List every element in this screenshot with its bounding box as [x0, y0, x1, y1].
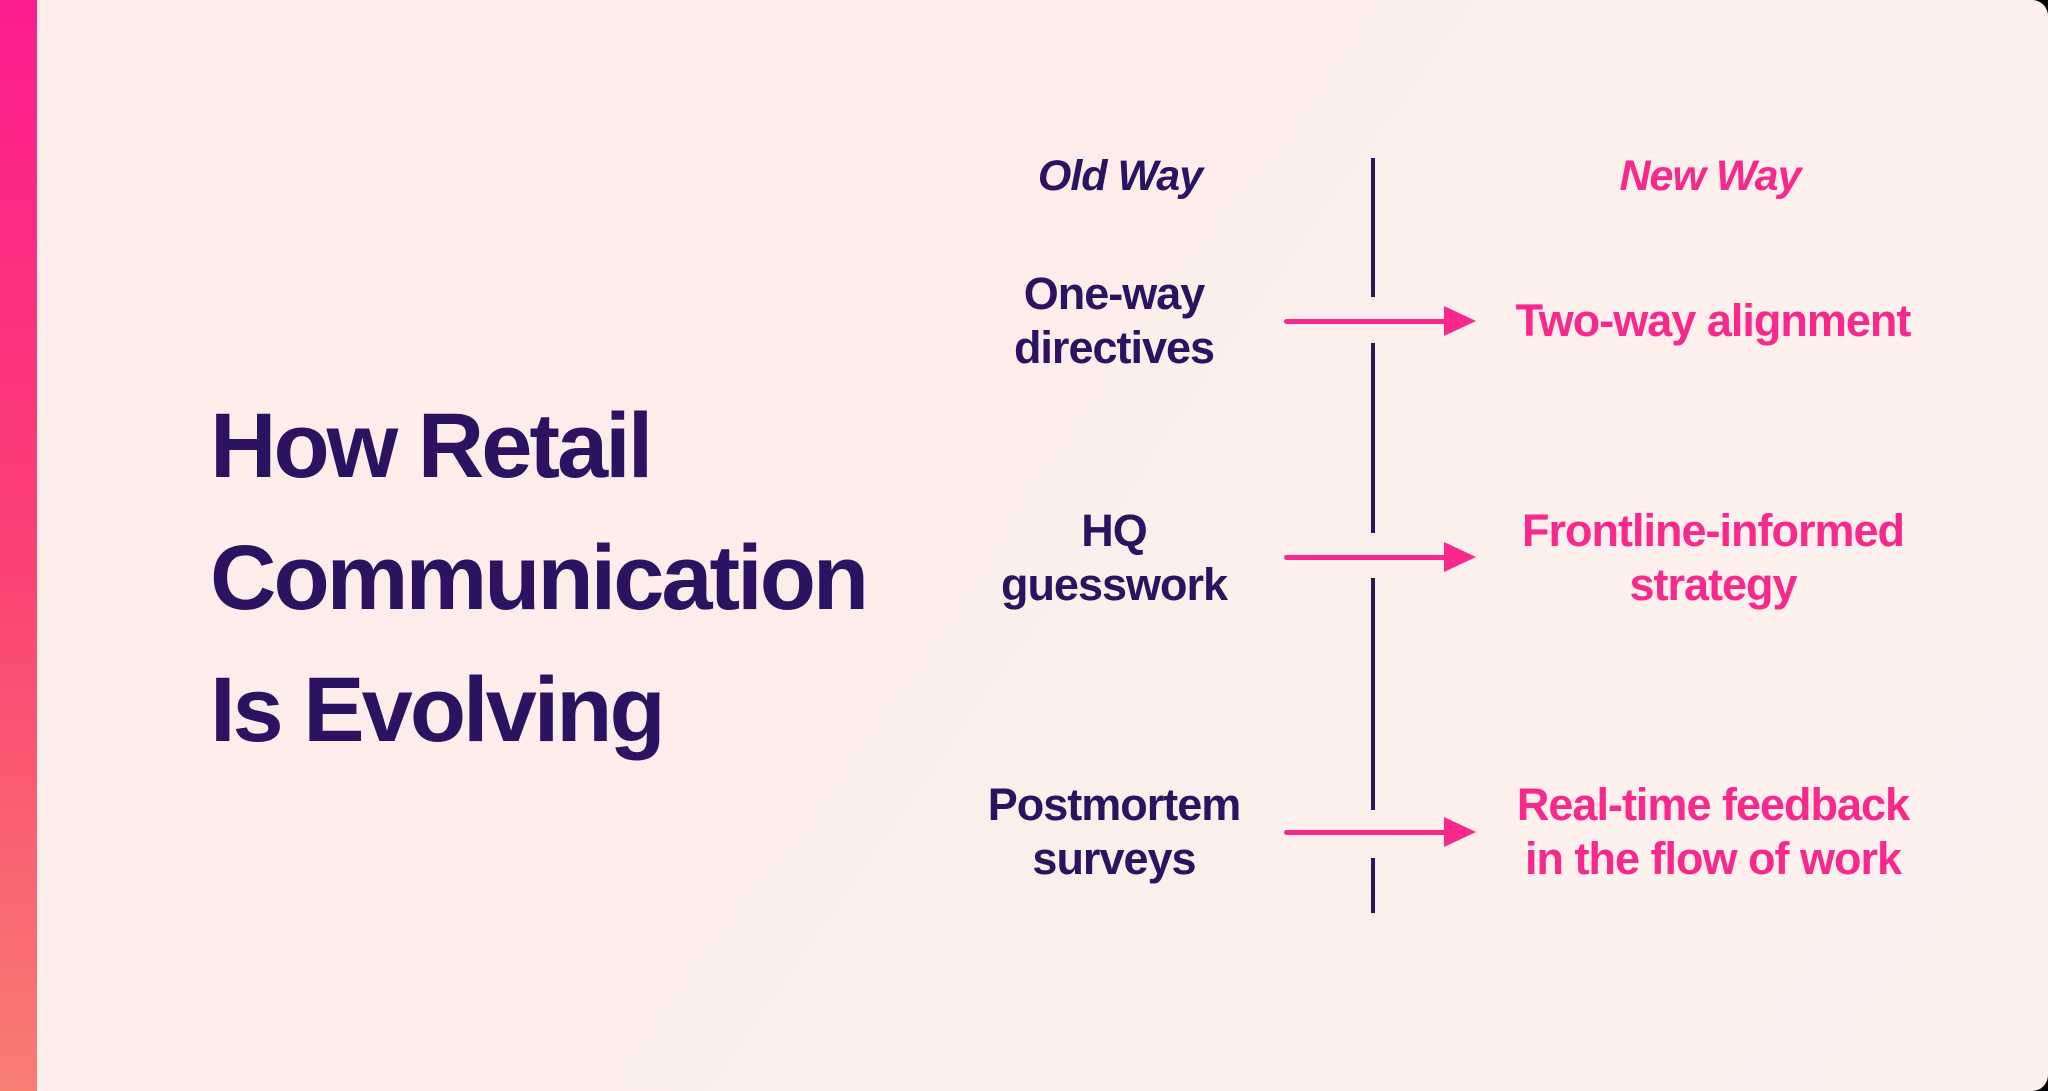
new-way-item-line: in the flow of work — [1525, 833, 1902, 884]
old-way-item-line: Postmortem — [987, 779, 1242, 830]
arrow-head — [1444, 817, 1476, 847]
arrow-shaft — [1284, 319, 1452, 324]
new-way-item-line: Two-way alignment — [1515, 295, 1912, 346]
old-way-item-line: guesswork — [1000, 559, 1228, 610]
arrow-head — [1444, 542, 1476, 572]
divider-line-segment — [1371, 578, 1375, 810]
arrow-right-icon — [1284, 306, 1476, 336]
old-way-item-line: surveys — [1032, 833, 1196, 884]
new-way-item-line: Real-time feedback — [1516, 779, 1910, 830]
divider-line-segment — [1371, 343, 1375, 533]
arrow-shaft — [1284, 830, 1452, 835]
arrow-shaft — [1284, 555, 1452, 560]
divider-line-segment — [1371, 158, 1375, 297]
new-way-item-3: Real-time feedback in the flow of work — [1478, 778, 1948, 886]
divider-line-segment — [1371, 858, 1375, 913]
old-way-item-1: One-way directives — [894, 267, 1334, 375]
old-way-item-line: directives — [1013, 322, 1215, 373]
new-way-item-1: Two-way alignment — [1478, 294, 1948, 348]
page-title-line: Is Evolving — [210, 659, 666, 761]
arrow-right-icon — [1284, 817, 1476, 847]
accent-gradient-bar — [0, 0, 37, 1091]
new-way-item-2: Frontline-informed strategy — [1478, 504, 1948, 612]
page-title: How Retail Communication Is Evolving — [210, 380, 869, 776]
arrow-head — [1444, 306, 1476, 336]
new-way-column-header: New Way — [1619, 152, 1802, 200]
new-way-item-line: strategy — [1629, 559, 1797, 610]
arrow-right-icon — [1284, 542, 1476, 572]
old-way-item-line: One-way — [1023, 268, 1206, 319]
old-way-item-line: HQ — [1081, 505, 1148, 556]
old-way-column-header: Old Way — [1037, 152, 1203, 200]
page-title-line: How Retail — [210, 395, 653, 497]
page-title-line: Communication — [210, 527, 869, 629]
old-way-item-3: Postmortem surveys — [894, 778, 1334, 886]
new-way-item-line: Frontline-informed — [1522, 505, 1905, 556]
old-way-item-2: HQ guesswork — [894, 504, 1334, 612]
